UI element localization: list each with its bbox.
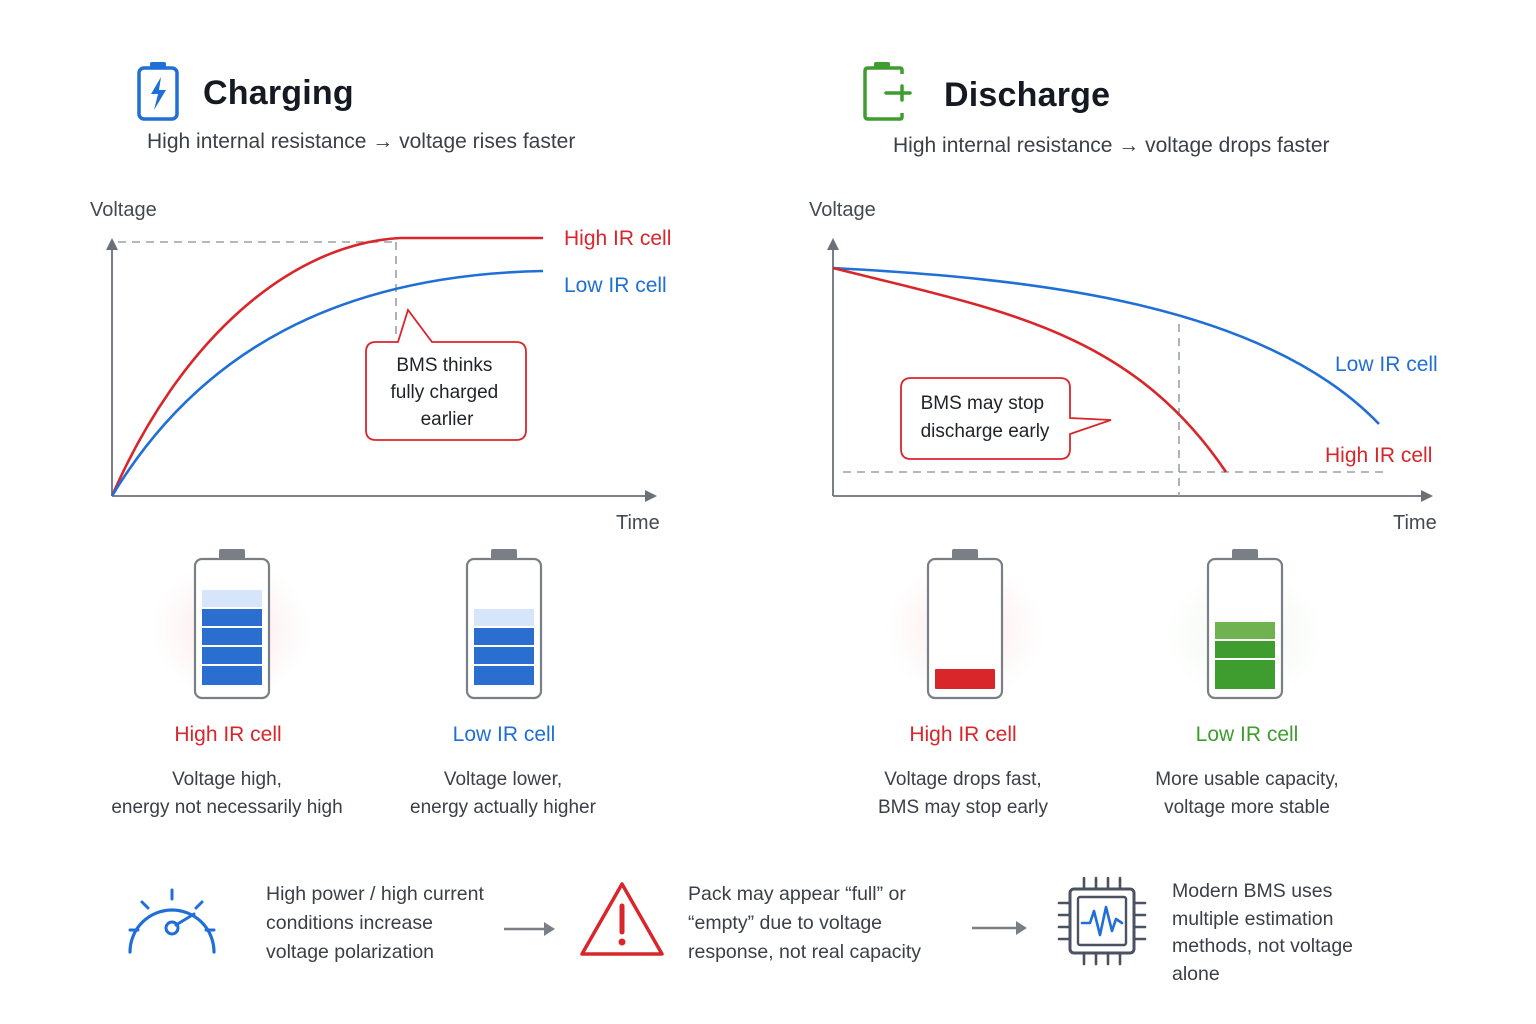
charging-low-ir-cell-title: Low IR cell <box>452 723 556 746</box>
discharge-high-ir-battery-icon <box>926 549 1004 700</box>
discharge-y-axis-arrow <box>827 238 839 250</box>
discharge-subtitle: High internal resistance → voltage drops… <box>893 134 1330 157</box>
charging-title: Charging <box>203 74 354 112</box>
discharge-low-ir-label: Low IR cell <box>1335 353 1438 376</box>
charging-y-axis-arrow <box>106 238 118 250</box>
bottom-step-3-line-4: alone <box>1172 962 1220 985</box>
discharge-high-ir-label: High IR cell <box>1325 444 1432 467</box>
bottom-step-2-line-1: Pack may appear “full” or <box>688 883 906 905</box>
bottom-step-3-line-3: methods, not voltage <box>1172 935 1354 957</box>
discharge-low-ir-cell-desc: More usable capacity, voltage more stabl… <box>1087 766 1407 822</box>
arrow-right-icon-2 <box>972 921 1027 935</box>
discharge-callout-line-2: discharge early <box>921 421 1050 442</box>
charging-callout-line-1: BMS thinks <box>396 355 492 376</box>
bottom-step-3-text: Modern BMS uses multiple estimation meth… <box>1172 878 1353 988</box>
bottom-step-1-line-1: High power / high current <box>266 883 484 905</box>
discharge-low-ir-battery-icon <box>1206 549 1284 700</box>
discharge-y-axis-label: Voltage <box>809 199 876 221</box>
discharge-high-ir-desc-line-1: Voltage drops fast, <box>884 769 1042 790</box>
discharge-callout-bubble <box>900 377 1112 460</box>
discharge-x-axis-label: Time <box>1393 512 1437 534</box>
charging-icon <box>136 60 180 127</box>
charging-low-ir-desc-line-2: energy actually higher <box>410 797 596 818</box>
discharge-low-ir-curve <box>832 266 1380 425</box>
bottom-step-2-line-3: response, not real capacity <box>688 941 922 963</box>
charging-callout-text: BMS thinks fully charged earlier <box>390 355 503 430</box>
charging-high-ir-battery-icon <box>193 549 271 700</box>
discharge-callout-text: BMS may stop discharge early <box>921 393 1050 442</box>
charging-callout-line-2: fully charged <box>390 382 498 403</box>
bottom-step-1-text: High power / high current conditions inc… <box>266 880 484 967</box>
charging-high-ir-curve <box>110 236 543 497</box>
battery-charging-icon <box>137 62 179 121</box>
discharge-high-ir-cell-title: High IR cell <box>909 723 1017 746</box>
discharge-callout-line-1: BMS may stop <box>921 393 1045 414</box>
charging-subtitle: High internal resistance → voltage rises… <box>147 130 576 153</box>
charging-high-ir-desc-line-2: energy not necessarily high <box>111 797 343 818</box>
battery-discharge-icon <box>863 62 912 121</box>
discharge-x-axis-arrow <box>1421 490 1433 502</box>
charging-callout-line-3: earlier <box>421 409 474 430</box>
charging-low-ir-label: Low IR cell <box>564 274 667 297</box>
bms-chip-icon <box>1057 876 1147 966</box>
discharge-high-ir-cell-desc: Voltage drops fast, BMS may stop early <box>803 766 1123 822</box>
discharge-low-ir-desc-line-1: More usable capacity, <box>1155 769 1339 790</box>
discharge-chart: Low IR cell High IR cell BMS may stop di… <box>827 238 1438 502</box>
speedometer-icon <box>128 888 216 954</box>
bottom-step-2-line-2: “empty” due to voltage <box>688 912 883 934</box>
charging-low-ir-desc-line-1: Voltage lower, <box>443 769 563 790</box>
bottom-step-2-text: Pack may appear “full” or “empty” due to… <box>688 880 921 967</box>
charging-x-axis-label: Time <box>616 512 660 534</box>
discharge-low-ir-desc-line-2: voltage more stable <box>1164 797 1330 818</box>
charging-x-axis-arrow <box>645 490 657 502</box>
bottom-step-3-line-2: multiple estimation <box>1172 907 1334 930</box>
discharge-high-ir-desc-line-2: BMS may stop early <box>878 797 1048 818</box>
charging-high-ir-cell-title: High IR cell <box>174 723 282 746</box>
charging-chart: High IR cell Low IR cell BMS thinks full… <box>106 227 671 502</box>
arrow-right-icon <box>504 922 555 936</box>
bottom-step-3-line-1: Modern BMS uses <box>1172 880 1333 902</box>
charging-high-ir-label: High IR cell <box>564 227 671 250</box>
charging-high-ir-cell-desc: Voltage high, energy not necessarily hig… <box>67 766 387 822</box>
charging-callout-bubble <box>365 308 527 441</box>
warning-icon <box>580 882 664 956</box>
discharge-high-ir-curve <box>832 266 1228 473</box>
discharge-icon <box>862 60 914 127</box>
bottom-step-1-line-3: voltage polarization <box>266 941 435 963</box>
bottom-step-1-line-2: conditions increase <box>266 912 433 934</box>
charging-high-ir-desc-line-1: Voltage high, <box>172 769 282 790</box>
charging-low-ir-cell-desc: Voltage lower, energy actually higher <box>343 766 663 822</box>
charging-low-ir-battery-icon <box>465 549 543 700</box>
discharge-title: Discharge <box>944 76 1111 114</box>
discharge-low-ir-cell-title: Low IR cell <box>1195 723 1299 746</box>
charging-low-ir-curve <box>110 269 544 497</box>
charging-y-axis-label: Voltage <box>90 199 157 221</box>
